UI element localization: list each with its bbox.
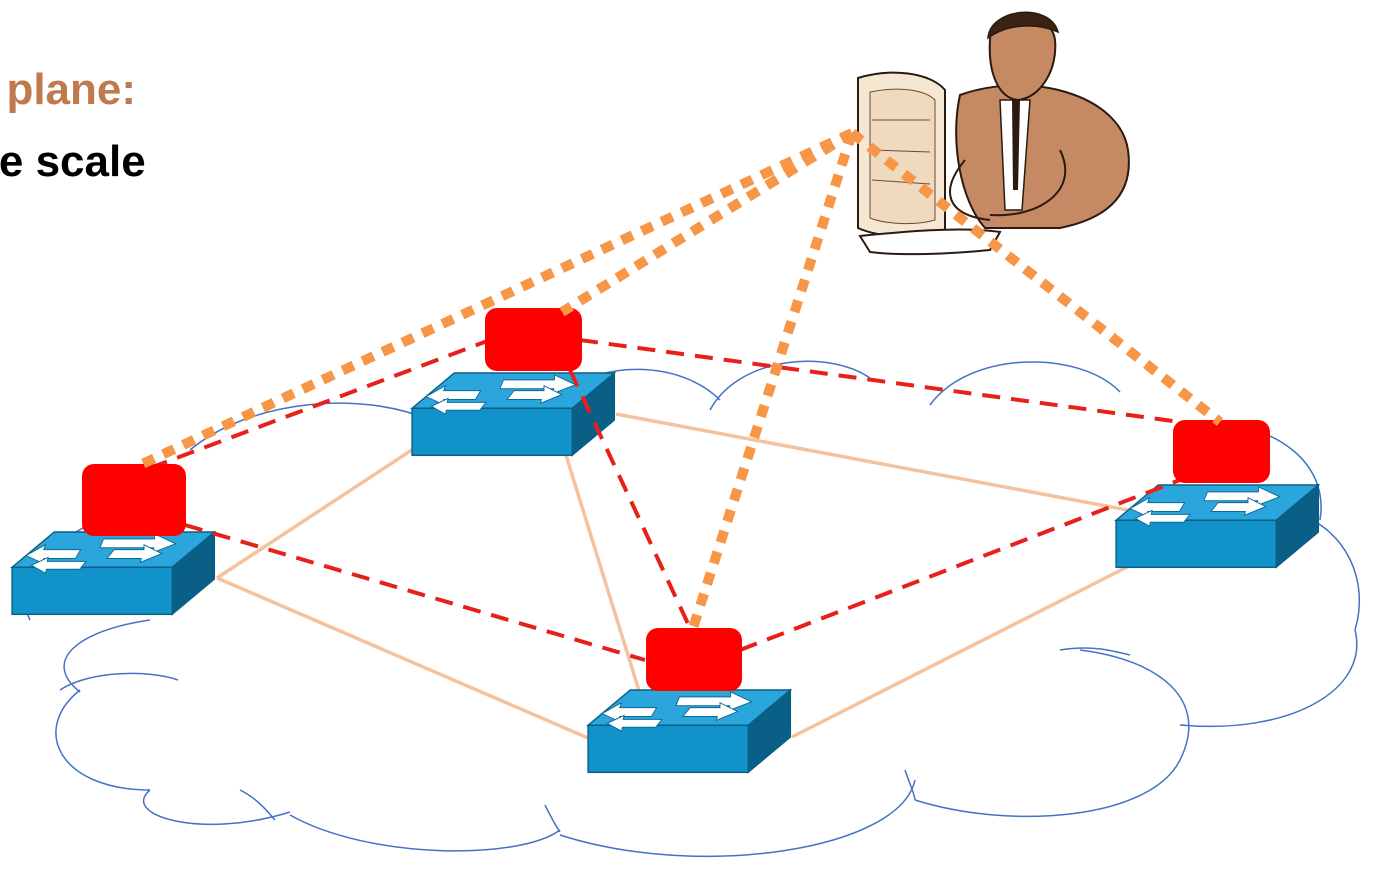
controller-top (485, 308, 582, 371)
switch-left (11, 531, 216, 616)
heading-line-1: . plane: (0, 65, 137, 114)
switch-top (411, 372, 616, 457)
switch-bottom (587, 689, 792, 774)
network-cloud (25, 360, 1360, 858)
control-links (149, 338, 1181, 662)
controller-right (1173, 420, 1270, 483)
management-links (137, 128, 1224, 630)
controller-left (82, 464, 186, 536)
operator-at-computer-icon (857, 11, 1130, 256)
controller-bottom (646, 628, 742, 691)
switch-right (1115, 484, 1320, 569)
data-links (216, 412, 1171, 740)
heading-line-2: ne scale (0, 137, 146, 186)
